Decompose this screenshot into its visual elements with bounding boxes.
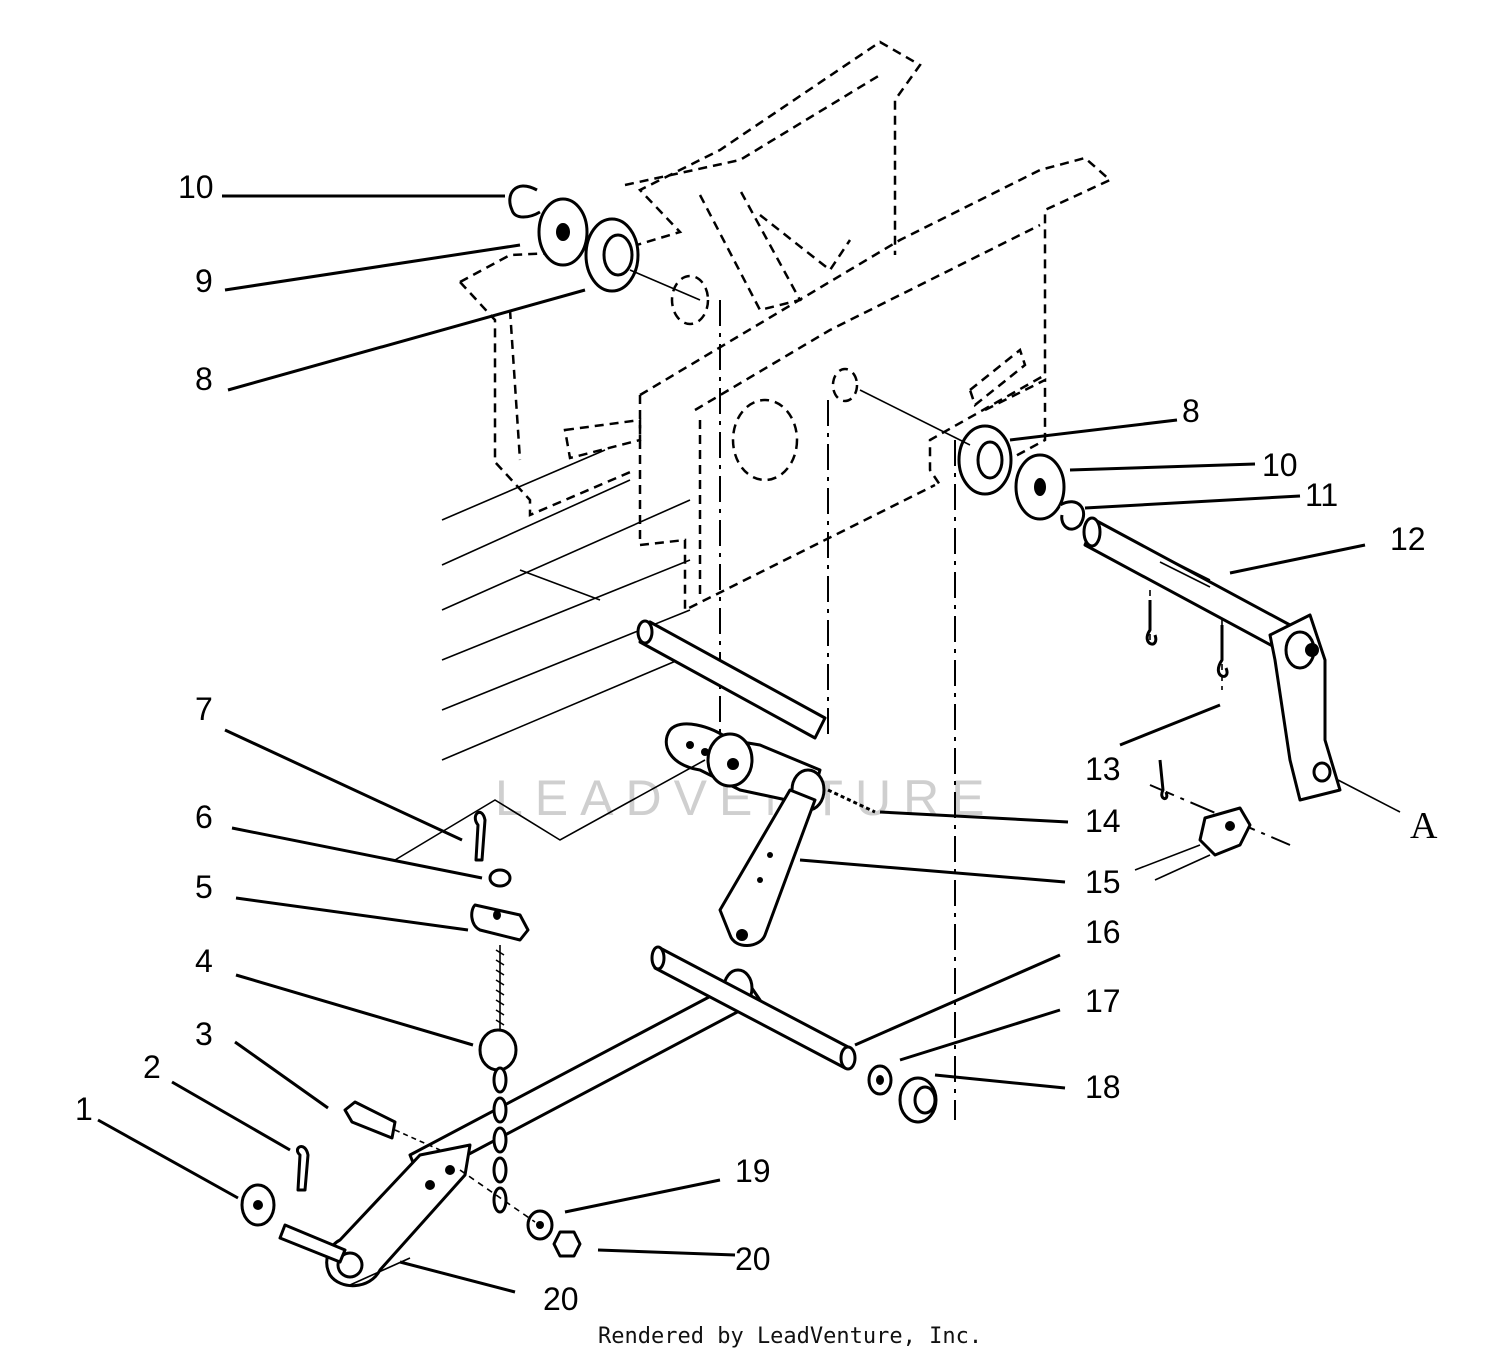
callout-4: 4 [195, 943, 213, 979]
cross-shaft [636, 619, 827, 740]
callout-10-upper: 10 [178, 169, 214, 205]
callout-16: 17 [1085, 983, 1121, 1019]
chain-assembly [394, 759, 706, 1214]
callout-9-right: 10 [1262, 447, 1298, 483]
leader-lines [97, 194, 1401, 1294]
callout-7: 7 [195, 691, 213, 727]
callout-3: 3 [195, 1016, 213, 1052]
callout-2: 2 [143, 1049, 161, 1085]
callout-5: 5 [195, 869, 213, 905]
callout-19: 20 [735, 1241, 771, 1277]
callout-8-upper: 8 [195, 361, 213, 397]
callout-8-right: 8 [1182, 393, 1200, 429]
washer-nut [459, 1169, 582, 1258]
reference-mark-a: A [1410, 805, 1438, 847]
callout-15: 16 [1085, 914, 1121, 950]
tractor-frame [441, 40, 1113, 761]
callout-17: 18 [1085, 1069, 1121, 1105]
footer-credit: Rendered by LeadVenture, Inc. [598, 1324, 982, 1349]
callout-1: 1 [75, 1091, 93, 1127]
callout-10-right: 11 [1305, 477, 1338, 513]
callout-13: 14 [1085, 803, 1121, 839]
right-end-hardware [867, 1064, 938, 1124]
callout-14: 15 [1085, 864, 1121, 900]
upper-right-hardware [859, 389, 1086, 531]
callout-6: 6 [195, 799, 213, 835]
callout-labels: 10 9 8 8 10 11 12 13 14 15 16 17 18 19 2… [75, 169, 1438, 1317]
upper-left-hardware [508, 184, 701, 301]
callout-11: 12 [1390, 521, 1426, 557]
part-14-pivot-arm [664, 722, 876, 947]
clevis-rod [1134, 759, 1252, 881]
part-11-lift-shaft [1082, 516, 1342, 802]
callout-18: 19 [735, 1153, 771, 1189]
callout-9-upper: 9 [195, 263, 213, 299]
callout-20: 20 [543, 1281, 579, 1317]
left-hardware [240, 1100, 441, 1227]
callout-12: 13 [1085, 751, 1121, 787]
